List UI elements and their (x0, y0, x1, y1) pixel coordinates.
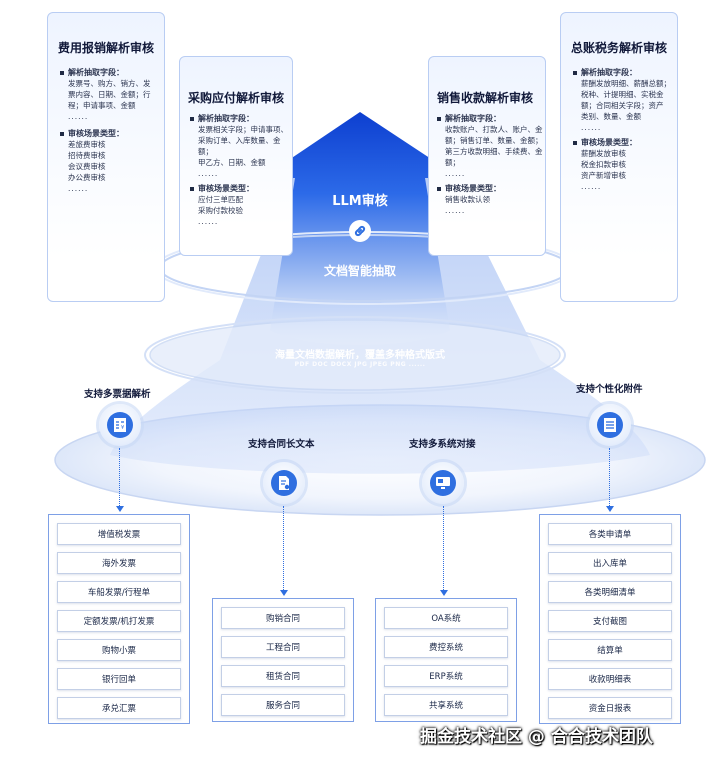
receipt-icon: ¥ (107, 412, 133, 438)
list-item: 各类明细清单 (548, 581, 672, 603)
section-heading: 解析抽取字段： (198, 114, 254, 123)
section-heading: 解析抽取字段： (581, 68, 637, 77)
list-item: 增值税发票 (57, 523, 181, 545)
connector-arrowhead (280, 590, 288, 596)
mass-parsing-label: 海量文档数据解析，覆盖多种格式版式 (275, 350, 445, 361)
connector-arrowhead (440, 590, 448, 596)
connector-line (443, 506, 444, 592)
section-heading: 审核场景类型： (445, 184, 501, 193)
monitor-icon (430, 470, 456, 496)
feature-multi-invoice-label: 支持多票据解析 (84, 389, 151, 400)
attachment-type-list: 各类申请单 出入库单 各类明细清单 支付截图 结算单 收款明细表 资金日报表 (539, 514, 681, 724)
card-ledger-tax: 总账税务解析审核 解析抽取字段： 薪酬发放明细、薪酬总额； 税种、计提明细、实税… (560, 12, 678, 302)
feature-multi-system-label: 支持多系统对接 (409, 439, 476, 450)
watermark: 掘金技术社区 @ 合合技术团队 (420, 727, 653, 747)
card-title: 费用报销解析审核 (58, 41, 155, 55)
section-heading: 审核场景类型： (68, 129, 124, 138)
connector-line (119, 448, 120, 508)
section-heading: 解析抽取字段： (68, 68, 124, 77)
list-item: 银行回单 (57, 668, 181, 690)
list-item: 出入库单 (548, 552, 672, 574)
feature-custom-attachment-label: 支持个性化附件 (576, 384, 643, 395)
card-title: 销售收款解析审核 (437, 91, 534, 105)
feature-contract-label: 支持合同长文本 (248, 439, 315, 450)
svg-text:¥: ¥ (121, 425, 124, 431)
list-item: 购销合同 (221, 607, 345, 629)
feature-contract-icon-circle (263, 462, 305, 504)
list-item: 收款明细表 (548, 668, 672, 690)
list-item: 工程合同 (221, 636, 345, 658)
card-title: 总账税务解析审核 (571, 41, 668, 55)
section-heading: 审核场景类型： (581, 138, 637, 147)
llm-review-label: LLM审核 (332, 194, 388, 209)
formats-label: PDF DOC DOCX JPG JPEG PNG ...... (294, 361, 426, 368)
card-title: 采购应付解析审核 (188, 91, 285, 105)
connector-line (609, 448, 610, 508)
list-item: 费控系统 (384, 636, 508, 658)
list-item: 结算单 (548, 639, 672, 661)
list-item: OA系统 (384, 607, 508, 629)
feature-multi-invoice-icon-circle: ¥ (99, 404, 141, 446)
contract-icon (271, 470, 297, 496)
list-item: 承兑汇票 (57, 697, 181, 719)
doc-extraction-label: 文档智能抽取 (323, 264, 396, 278)
feature-multi-system-icon-circle (422, 462, 464, 504)
card-procurement: 采购应付解析审核 解析抽取字段： 发票相关字段；申请事项、 采购订单、入库数量、… (179, 56, 293, 256)
list-item: 租赁合同 (221, 665, 345, 687)
section-heading: 解析抽取字段： (445, 114, 501, 123)
list-item: 海外发票 (57, 552, 181, 574)
list-item: 各类申请单 (548, 523, 672, 545)
connector-arrowhead (606, 506, 614, 512)
invoice-type-list: 增值税发票 海外发票 车船发票/行程单 定额发票/机打发票 购物小票 银行回单 … (48, 514, 190, 724)
contract-type-list: 购销合同 工程合同 租赁合同 服务合同 (212, 598, 354, 722)
system-type-list: OA系统 费控系统 ERP系统 共享系统 (375, 598, 517, 722)
feature-custom-attachment-icon-circle (589, 404, 631, 446)
list-item: 支付截图 (548, 610, 672, 632)
card-sales: 销售收款解析审核 解析抽取字段： 收款账户、打款人、账户、金 额；销售订单、数量… (428, 56, 546, 256)
list-item: ERP系统 (384, 665, 508, 687)
card-expense: 费用报销解析审核 解析抽取字段： 发票号、购方、销方、发 票内容、日期、金额；行… (47, 12, 165, 302)
section-heading: 审核场景类型： (198, 184, 254, 193)
link-icon (349, 220, 371, 242)
list-item: 定额发票/机打发票 (57, 610, 181, 632)
list-item: 服务合同 (221, 694, 345, 716)
list-item: 购物小票 (57, 639, 181, 661)
list-item: 车船发票/行程单 (57, 581, 181, 603)
connector-line (283, 506, 284, 592)
list-document-icon (597, 412, 623, 438)
list-item: 资金日报表 (548, 697, 672, 719)
connector-arrowhead (116, 506, 124, 512)
list-item: 共享系统 (384, 694, 508, 716)
